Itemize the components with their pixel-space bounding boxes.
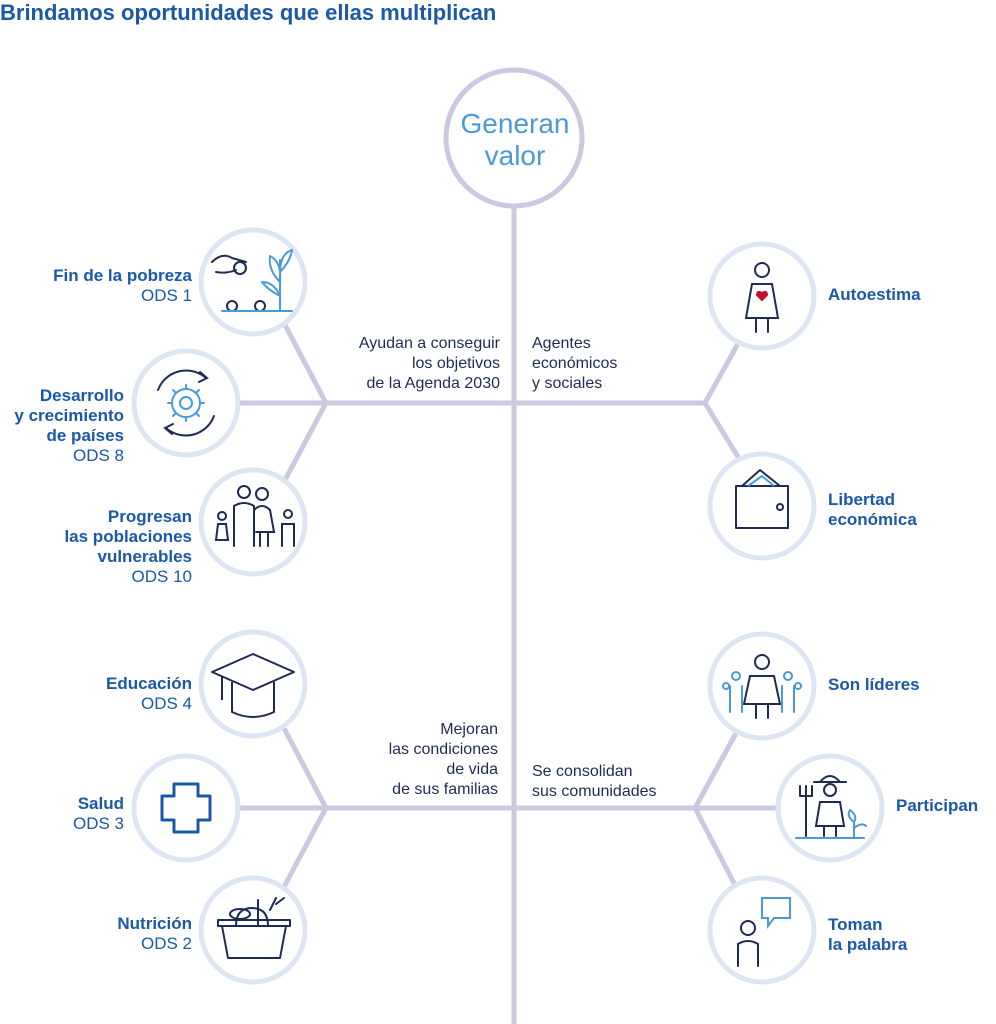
node-ring-nutricion bbox=[198, 875, 308, 985]
node-name: la palabra bbox=[828, 935, 908, 954]
node-label-autoestima: Autoestima bbox=[828, 285, 988, 305]
node-name: Progresan bbox=[107, 507, 192, 526]
node-ring-participan bbox=[775, 753, 885, 863]
node-label-educacion: Educación ODS 4 bbox=[10, 674, 192, 714]
gear-cycle-icon bbox=[157, 369, 215, 437]
node-name: Participan bbox=[896, 796, 979, 815]
connector-palabra bbox=[692, 805, 738, 888]
node-name: vulnerables bbox=[97, 547, 193, 566]
node-label-pobreza: Fin de la pobreza ODS 1 bbox=[10, 266, 192, 306]
branch-text-top-left: Ayudan a conseguir los objetivos de la A… bbox=[320, 334, 500, 394]
hub-line-1: Generan bbox=[460, 108, 570, 139]
node-name: Nutrición bbox=[117, 914, 192, 933]
node-name: las poblaciones bbox=[64, 527, 192, 546]
node-ring-desarrollo bbox=[131, 348, 241, 458]
leader-group-icon bbox=[722, 654, 802, 719]
connector-lideres bbox=[692, 732, 738, 811]
connector-nutricion bbox=[282, 805, 329, 888]
branch-line: Ayudan a conseguir bbox=[358, 335, 500, 352]
hub-label: Generan valor bbox=[445, 108, 585, 172]
node-name: Toman bbox=[828, 915, 883, 934]
farmer-icon bbox=[795, 775, 867, 839]
branch-line: de la Agenda 2030 bbox=[366, 375, 500, 392]
node-ods: ODS 4 bbox=[140, 694, 192, 713]
health-cross-icon bbox=[160, 782, 212, 834]
node-name: Desarrollo bbox=[39, 386, 124, 405]
node-ring-pobreza bbox=[198, 227, 308, 337]
node-label-salud: Salud ODS 3 bbox=[0, 794, 124, 834]
node-ring-palabra bbox=[707, 875, 817, 985]
node-name: económica bbox=[828, 510, 917, 529]
branch-line: las condiciones bbox=[388, 741, 498, 758]
branch-line: económicos bbox=[532, 355, 618, 372]
node-ods: ODS 2 bbox=[140, 934, 192, 953]
branch-line: y sociales bbox=[532, 375, 603, 392]
branch-line: Se consolidan bbox=[532, 763, 633, 780]
node-ring-educacion bbox=[198, 629, 308, 739]
branch-line: los objetivos bbox=[411, 355, 500, 372]
node-name: y crecimiento bbox=[14, 406, 124, 425]
hub-line-2: valor bbox=[484, 140, 546, 171]
hand-coin-plant-icon bbox=[211, 249, 293, 312]
branch-text-bottom-left: Mejoran las condiciones de vida de sus f… bbox=[320, 720, 498, 800]
connector-autoestima bbox=[702, 337, 743, 406]
branch-line: Agentes bbox=[532, 335, 591, 352]
node-ods: ODS 3 bbox=[72, 814, 124, 833]
connector-libertad bbox=[702, 400, 743, 463]
connector-pobreza bbox=[282, 322, 329, 406]
node-name: de países bbox=[46, 426, 125, 445]
node-ods: ODS 8 bbox=[72, 446, 124, 465]
node-ring-lideres bbox=[707, 631, 817, 741]
woman-heart-icon bbox=[744, 262, 780, 333]
node-name: Salud bbox=[77, 794, 124, 813]
food-basket-icon bbox=[217, 897, 291, 959]
branch-line: Mejoran bbox=[440, 721, 498, 738]
node-label-desarrollo: Desarrollo y crecimiento de países ODS 8 bbox=[0, 386, 124, 466]
node-label-vulnerables: Progresan las poblaciones vulnerables OD… bbox=[10, 507, 192, 587]
node-label-participan: Participan bbox=[896, 796, 992, 816]
node-label-libertad: Libertad económica bbox=[828, 490, 988, 530]
branch-line: sus comunidades bbox=[532, 783, 657, 800]
node-ods: ODS 10 bbox=[131, 567, 192, 586]
connector-vulnerables bbox=[282, 400, 329, 483]
node-name: Educación bbox=[106, 674, 192, 693]
speech-person-icon bbox=[737, 897, 791, 967]
node-name: Autoestima bbox=[828, 285, 921, 304]
node-label-lideres: Son líderes bbox=[828, 675, 988, 695]
connector-educacion bbox=[282, 727, 329, 811]
node-name: Libertad bbox=[828, 490, 896, 509]
hub-circle bbox=[443, 67, 585, 209]
node-label-palabra: Toman la palabra bbox=[828, 915, 988, 955]
node-ring-libertad bbox=[707, 451, 817, 561]
branch-line: de sus familias bbox=[392, 781, 498, 798]
branch-text-bottom-right: Se consolidan sus comunidades bbox=[532, 762, 692, 802]
branch-line: de vida bbox=[446, 761, 498, 778]
graduation-cap-icon bbox=[211, 653, 295, 718]
node-ring-salud bbox=[131, 753, 241, 863]
node-name: Son líderes bbox=[828, 675, 920, 694]
branch-text-top-right: Agentes económicos y sociales bbox=[532, 334, 692, 394]
node-ods: ODS 1 bbox=[140, 286, 192, 305]
node-name: Fin de la pobreza bbox=[53, 266, 192, 285]
node-label-nutricion: Nutrición ODS 2 bbox=[10, 914, 192, 954]
page-title: Brindamos oportunidades que ellas multip… bbox=[0, 0, 497, 25]
family-icon bbox=[214, 485, 295, 547]
wallet-icon bbox=[735, 469, 789, 529]
